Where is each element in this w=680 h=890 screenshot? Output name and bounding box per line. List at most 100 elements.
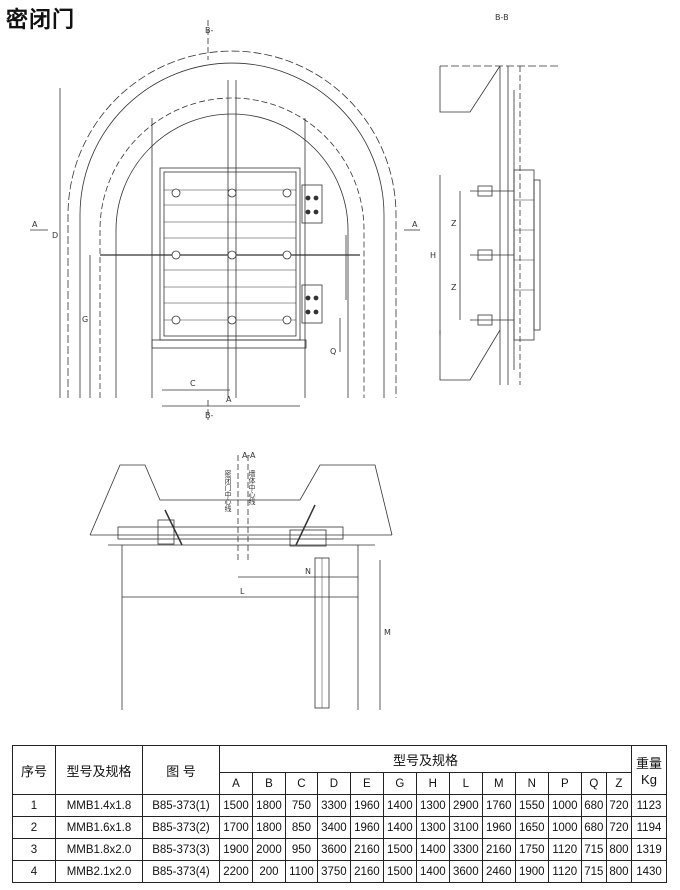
- col-header-model: 型号及规格: [55, 745, 143, 795]
- dim-z1-label: Z: [451, 219, 457, 228]
- dim-d-label: D: [52, 231, 58, 240]
- cell-weight: 1194: [631, 816, 667, 839]
- cell-drawing: B85-373(4): [142, 860, 220, 883]
- cell-b: 2000: [251, 838, 286, 861]
- weight-unit: Kg: [641, 772, 657, 787]
- cell-n: 1900: [514, 860, 549, 883]
- cell-m: 2460: [481, 860, 516, 883]
- col-header-l: L: [448, 772, 483, 795]
- col-header-c: C: [284, 772, 318, 795]
- front-elevation: D G C A Q B- B- A A: [30, 20, 420, 420]
- cell-p: 1120: [547, 860, 582, 883]
- cell-z: 800: [605, 860, 633, 883]
- cell-a: 2200: [219, 860, 253, 883]
- cell-d: 3750: [316, 860, 351, 883]
- col-header-g: G: [382, 772, 417, 795]
- dim-a-label: A: [226, 395, 232, 404]
- weight-label: 重量: [635, 756, 662, 771]
- cell-q: 715: [580, 838, 607, 861]
- dim-z2-label: Z: [451, 283, 457, 292]
- cell-b: 200: [251, 860, 286, 883]
- cell-q: 680: [580, 816, 607, 839]
- section-aa-view: A-A L N M 密闭门中心线 墙体中心线: [89, 451, 393, 710]
- col-header-z: Z: [605, 772, 633, 795]
- cell-e: 2160: [349, 838, 384, 861]
- page-title: 密闭门: [6, 8, 76, 33]
- cell-no: 3: [12, 838, 56, 861]
- cell-a: 1500: [219, 794, 253, 817]
- cell-m: 2160: [481, 838, 516, 861]
- section-aa-label: A-A: [242, 451, 256, 460]
- cell-n: 1550: [514, 794, 549, 817]
- cell-drawing: B85-373(1): [142, 794, 220, 817]
- dim-h-label: H: [430, 251, 436, 260]
- cell-h: 1400: [415, 838, 450, 861]
- cell-c: 950: [284, 838, 318, 861]
- cell-no: 2: [12, 816, 56, 839]
- cell-m: 1760: [481, 794, 516, 817]
- technical-drawing: D G C A Q B- B- A A B-B: [30, 13, 560, 710]
- cell-d: 3300: [316, 794, 351, 817]
- cell-z: 720: [605, 794, 633, 817]
- cell-b: 1800: [251, 816, 286, 839]
- cell-n: 1750: [514, 838, 549, 861]
- cell-z: 720: [605, 816, 633, 839]
- cell-p: 1000: [547, 794, 582, 817]
- col-header-weight: 重量 Kg: [631, 745, 667, 795]
- col-header-no: 序号: [12, 745, 56, 795]
- section-bb-view: B-B H Z Z: [430, 13, 560, 385]
- cell-b: 1800: [251, 794, 286, 817]
- cell-h: 1400: [415, 860, 450, 883]
- cell-z: 800: [605, 838, 633, 861]
- cell-h: 1300: [415, 794, 450, 817]
- cell-e: 1960: [349, 816, 384, 839]
- dim-q-label: Q: [330, 347, 336, 356]
- section-b-top-label: B-: [205, 26, 213, 35]
- cell-c: 750: [284, 794, 318, 817]
- cell-d: 3400: [316, 816, 351, 839]
- cell-a: 1900: [219, 838, 253, 861]
- col-header-d: D: [316, 772, 351, 795]
- col-header-group: 型号及规格: [219, 745, 632, 773]
- cell-model: MMB1.6x1.8: [55, 816, 143, 839]
- col-header-p: P: [547, 772, 582, 795]
- cell-q: 715: [580, 860, 607, 883]
- section-a-right-label: A: [412, 220, 418, 229]
- col-header-e: E: [349, 772, 384, 795]
- col-header-q: Q: [580, 772, 607, 795]
- col-header-drawing: 图 号: [142, 745, 220, 795]
- cell-no: 1: [12, 794, 56, 817]
- col-header-m: M: [481, 772, 516, 795]
- cell-model: MMB2.1x2.0: [55, 860, 143, 883]
- section-a-left-label: A: [32, 220, 38, 229]
- col-header-h: H: [415, 772, 450, 795]
- section-bb-label: B-B: [495, 13, 509, 22]
- cell-d: 3600: [316, 838, 351, 861]
- cell-weight: 1319: [631, 838, 667, 861]
- cell-g: 1400: [382, 816, 417, 839]
- cell-g: 1500: [382, 860, 417, 883]
- cell-e: 1960: [349, 794, 384, 817]
- cell-g: 1400: [382, 794, 417, 817]
- door-centerline-note: 密闭门中心线: [224, 469, 232, 512]
- cell-model: MMB1.4x1.8: [55, 794, 143, 817]
- cell-q: 680: [580, 794, 607, 817]
- cell-model: MMB1.8x2.0: [55, 838, 143, 861]
- dim-n-label: N: [305, 567, 311, 576]
- cell-p: 1120: [547, 838, 582, 861]
- cell-weight: 1430: [631, 860, 667, 883]
- cell-l: 3100: [448, 816, 483, 839]
- cell-l: 2900: [448, 794, 483, 817]
- cell-c: 1100: [284, 860, 318, 883]
- section-b-bottom-label: B-: [205, 411, 213, 420]
- cell-c: 850: [284, 816, 318, 839]
- dim-l-label: L: [240, 587, 245, 596]
- cell-m: 1960: [481, 816, 516, 839]
